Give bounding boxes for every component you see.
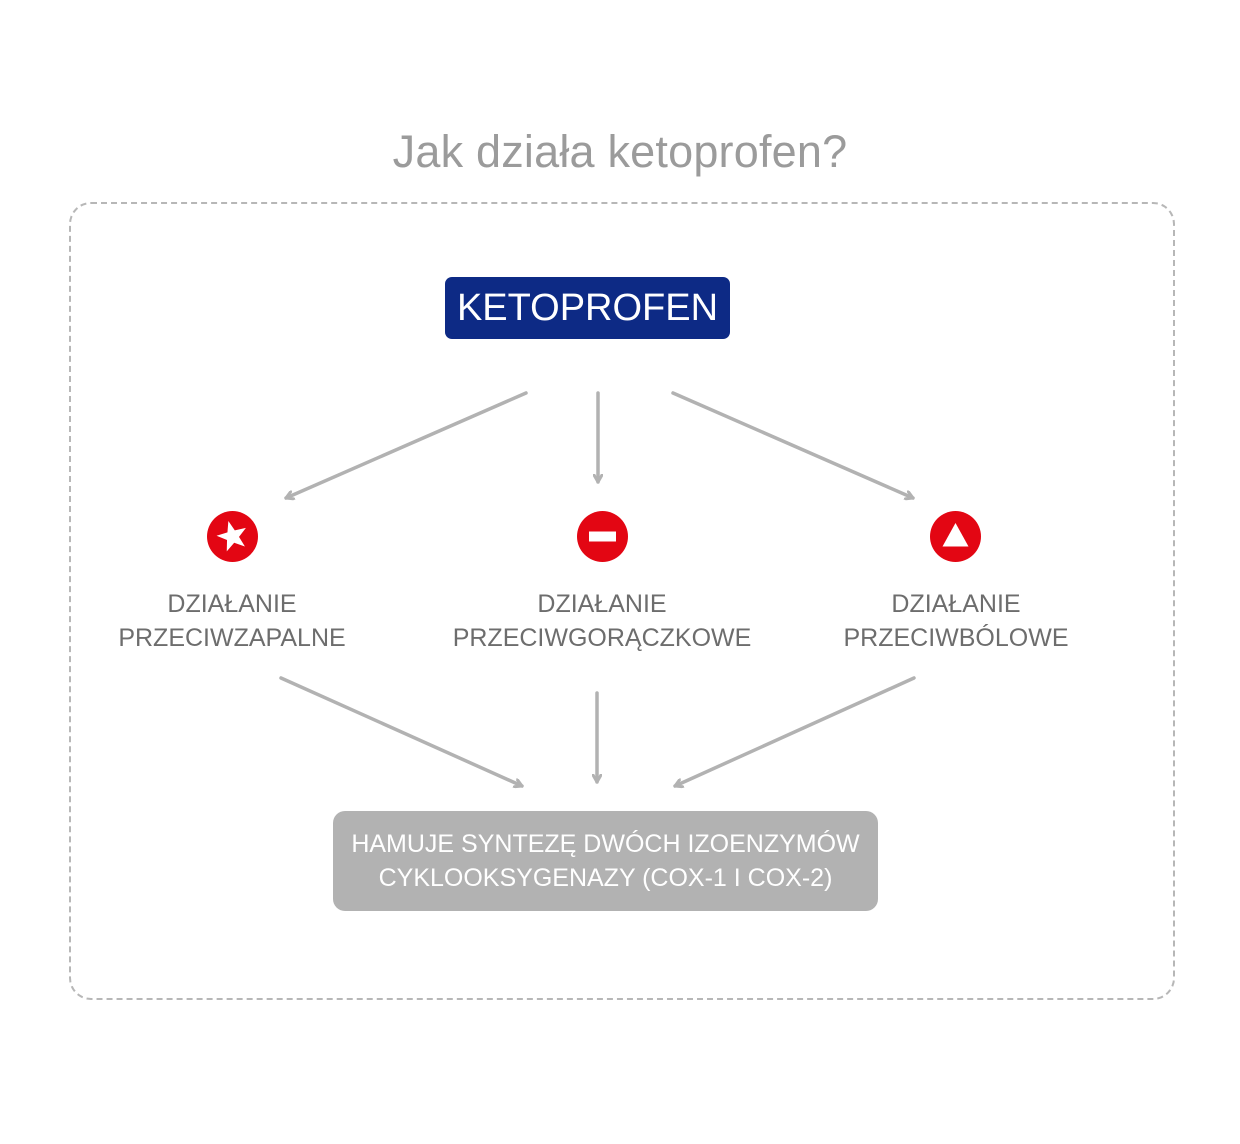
arrow-antiinflammatory-to-result bbox=[279, 676, 524, 786]
result-box: HAMUJE SYNTEZĘ DWÓCH IZOENZYMÓW CYKLOOKS… bbox=[333, 811, 878, 911]
triangle-icon bbox=[930, 511, 981, 562]
arrow-analgesic-to-result bbox=[673, 676, 916, 786]
effect-label-antipyretic: DZIAŁANIE PRZECIWGORĄCZKOWE bbox=[422, 587, 782, 655]
effect-label-analgesic: DZIAŁANIE PRZECIWBÓLOWE bbox=[776, 587, 1136, 655]
effect-label-line1: DZIAŁANIE bbox=[167, 590, 297, 618]
diagram-frame bbox=[69, 202, 1175, 1000]
ketoprofen-box: KETOPROFEN bbox=[445, 277, 730, 339]
star-icon bbox=[207, 511, 258, 562]
effect-label-line2: PRZECIWGORĄCZKOWE bbox=[452, 624, 752, 652]
result-line1: HAMUJE SYNTEZĘ DWÓCH IZOENZYMÓW bbox=[351, 830, 860, 858]
effect-label-line2: PRZECIWBÓLOWE bbox=[843, 624, 1069, 652]
minus-icon bbox=[577, 511, 628, 562]
page-title: Jak działa ketoprofen? bbox=[392, 126, 848, 177]
arrow-drug-to-antiinflammatory bbox=[284, 391, 528, 498]
effect-label-line1: DZIAŁANIE bbox=[891, 590, 1021, 618]
result-line2: CYKLOOKSYGENAZY (COX-1 I COX-2) bbox=[378, 864, 833, 892]
effect-label-antiinflammatory: DZIAŁANIE PRZECIWZAPALNE bbox=[52, 587, 412, 655]
effect-label-line2: PRZECIWZAPALNE bbox=[118, 624, 346, 652]
effect-label-line1: DZIAŁANIE bbox=[537, 590, 667, 618]
arrow-drug-to-analgesic bbox=[671, 391, 915, 498]
